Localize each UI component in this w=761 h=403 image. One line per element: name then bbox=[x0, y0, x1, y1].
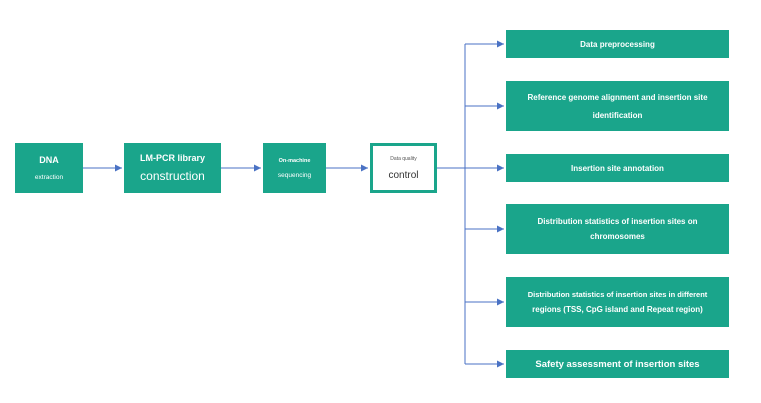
sequencing-box: On-machine sequencing bbox=[263, 143, 326, 193]
box-label-line1: Safety assessment of insertion sites bbox=[535, 358, 700, 370]
box-label-line1: Reference genome alignment and insertion… bbox=[527, 92, 708, 102]
box-label-line2: sequencing bbox=[277, 171, 312, 179]
box-label-line2: extraction bbox=[34, 174, 64, 181]
lm-pcr-library-box: LM-PCR library construction bbox=[124, 143, 221, 193]
box-label-line1: Insertion site annotation bbox=[571, 163, 664, 173]
box-label-line2: chromosomes bbox=[590, 232, 645, 241]
box-label-line2: regions (TSS, CpG island and Repeat regi… bbox=[532, 305, 703, 314]
dna-extraction-box: DNA extraction bbox=[15, 143, 83, 193]
box-label-line1: On-machine bbox=[278, 157, 311, 164]
box-label-line2: construction bbox=[140, 169, 205, 183]
region-distribution-box: Distribution statistics of insertion sit… bbox=[506, 277, 729, 327]
box-label-line2: identification bbox=[592, 110, 643, 120]
box-label-line1: DNA bbox=[39, 155, 59, 165]
safety-assessment-box: Safety assessment of insertion sites bbox=[506, 350, 729, 378]
box-label-line1: Data quality bbox=[390, 155, 417, 162]
box-label-line1: Data preprocessing bbox=[580, 39, 655, 49]
box-label-line1: Distribution statistics of insertion sit… bbox=[537, 217, 698, 226]
box-label-line2: control bbox=[388, 169, 419, 181]
genome-alignment-box: Reference genome alignment and insertion… bbox=[506, 81, 729, 131]
box-label-line1: Distribution statistics of insertion sit… bbox=[527, 290, 708, 299]
box-label-line1: LM-PCR library bbox=[139, 153, 205, 163]
insertion-site-annotation-box: Insertion site annotation bbox=[506, 154, 729, 182]
data-preprocessing-box: Data preprocessing bbox=[506, 30, 729, 58]
data-quality-control-box: Data quality control bbox=[370, 143, 437, 193]
chromosome-distribution-box: Distribution statistics of insertion sit… bbox=[506, 204, 729, 254]
